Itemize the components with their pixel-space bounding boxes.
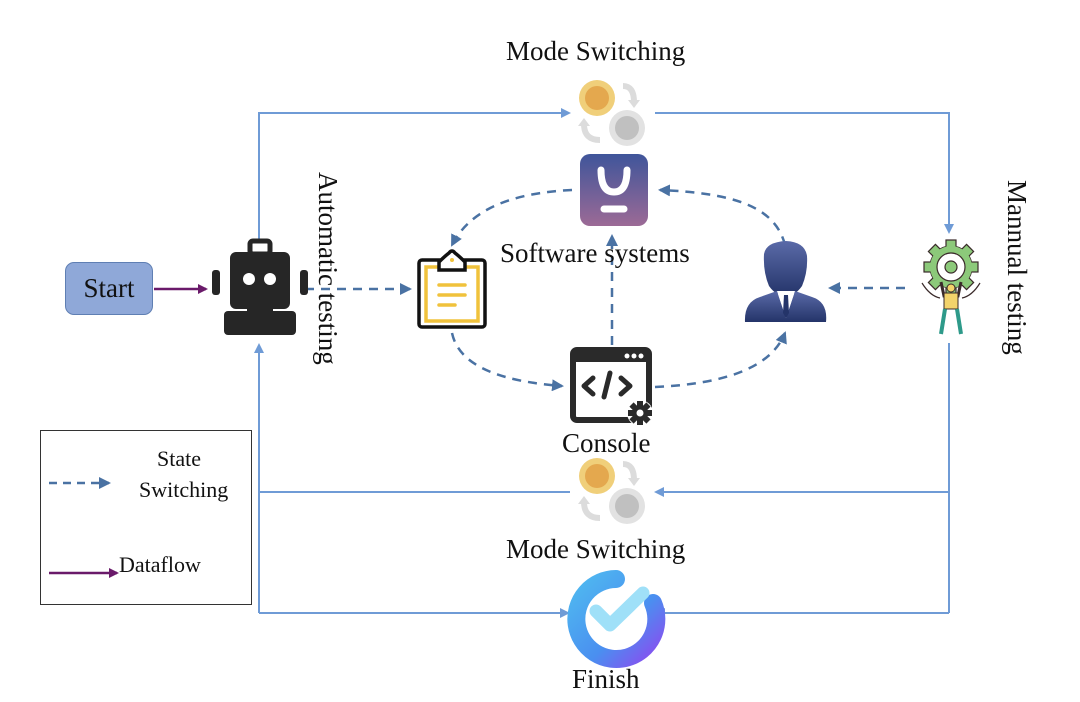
software-systems-label: Software systems [500, 238, 690, 268]
dash-software-to-clipboard [450, 188, 573, 247]
switch-cycle-icon [578, 458, 645, 524]
start-label: Start [83, 273, 135, 303]
start-node[interactable]: Start [65, 262, 153, 315]
state-switching-lines [305, 184, 905, 392]
robot-icon [212, 238, 308, 335]
checkmark-icon [567, 570, 666, 668]
gear-lifter-icon [921, 239, 981, 335]
finish-label: Finish [572, 664, 640, 694]
automatic-testing-label: Automatic testing [313, 172, 343, 365]
switch-cycle-icon [578, 80, 645, 146]
legend-state-line2: Switching [139, 477, 229, 502]
legend-dataflow: Dataflow [119, 552, 201, 577]
legend: State Switching Dataflow [40, 430, 252, 605]
manual-testing-label: Mannual testing [1002, 180, 1032, 355]
legend-symbols [49, 477, 119, 578]
console-label: Console [562, 428, 651, 458]
line-auto-to-top-mode [258, 108, 571, 243]
mode-switching-bottom-label: Mode Switching [506, 534, 686, 564]
businessman-icon [744, 241, 827, 322]
mode-flow-lines [254, 108, 954, 618]
clipboard-icon [417, 249, 487, 329]
dash-person-to-software [658, 184, 787, 246]
legend-state-line1: State [157, 446, 201, 471]
dash-clipboard-to-console [450, 332, 564, 392]
dash-console-to-person [654, 331, 787, 389]
code-console-icon [570, 347, 653, 426]
mode-switching-top-label: Mode Switching [506, 36, 686, 66]
line-top-mode-to-manual [655, 112, 954, 234]
software-app-icon [580, 154, 648, 226]
